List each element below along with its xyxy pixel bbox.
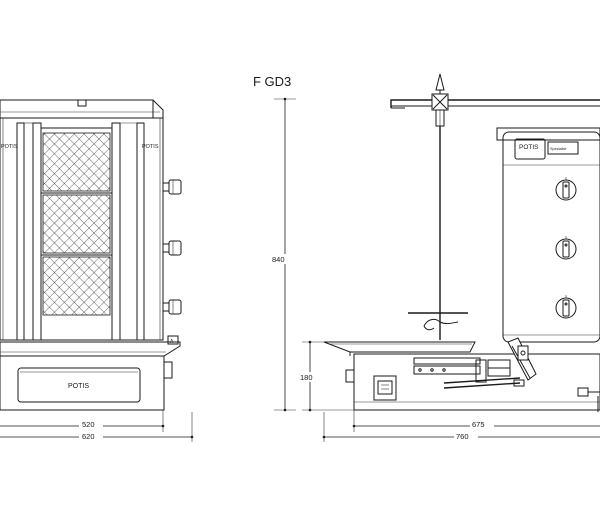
side-view: POTIS Spezialist [323, 73, 600, 412]
front-knob-top [162, 179, 182, 195]
side-knob-top [555, 177, 577, 201]
front-knob-bottom [162, 299, 182, 315]
model-title: F GD3 [253, 74, 291, 89]
front-dimensions: 520 620 [0, 410, 194, 442]
burner-mesh-top [42, 132, 111, 192]
height-dimension: 840 [271, 97, 296, 412]
dim-height-840: 840 [272, 255, 285, 264]
front-brand-left: POTIS [1, 144, 18, 150]
side-knob-middle [555, 236, 577, 260]
drawer-brand: POTIS [68, 383, 89, 390]
burner-mesh-bottom [42, 256, 111, 316]
side-dimensions: 180 675 760 [298, 340, 600, 442]
dim-depth-760: 760 [456, 432, 469, 441]
front-drip-drawer [17, 367, 141, 403]
side-brand-tag: Spezialist [550, 147, 567, 151]
burner-mesh-middle [42, 194, 111, 254]
dim-depth-675: 675 [472, 420, 485, 429]
side-brand: POTIS [519, 144, 539, 151]
dim-width-620: 620 [82, 432, 95, 441]
front-brand-right: POTIS [142, 144, 159, 150]
front-knob-middle [162, 240, 182, 256]
dim-height-180: 180 [300, 373, 313, 382]
dim-width-520: 520 [82, 420, 95, 429]
side-brand-plate [514, 138, 546, 160]
front-view: POTIS POTIS [0, 99, 182, 411]
side-knob-bottom [555, 295, 577, 319]
